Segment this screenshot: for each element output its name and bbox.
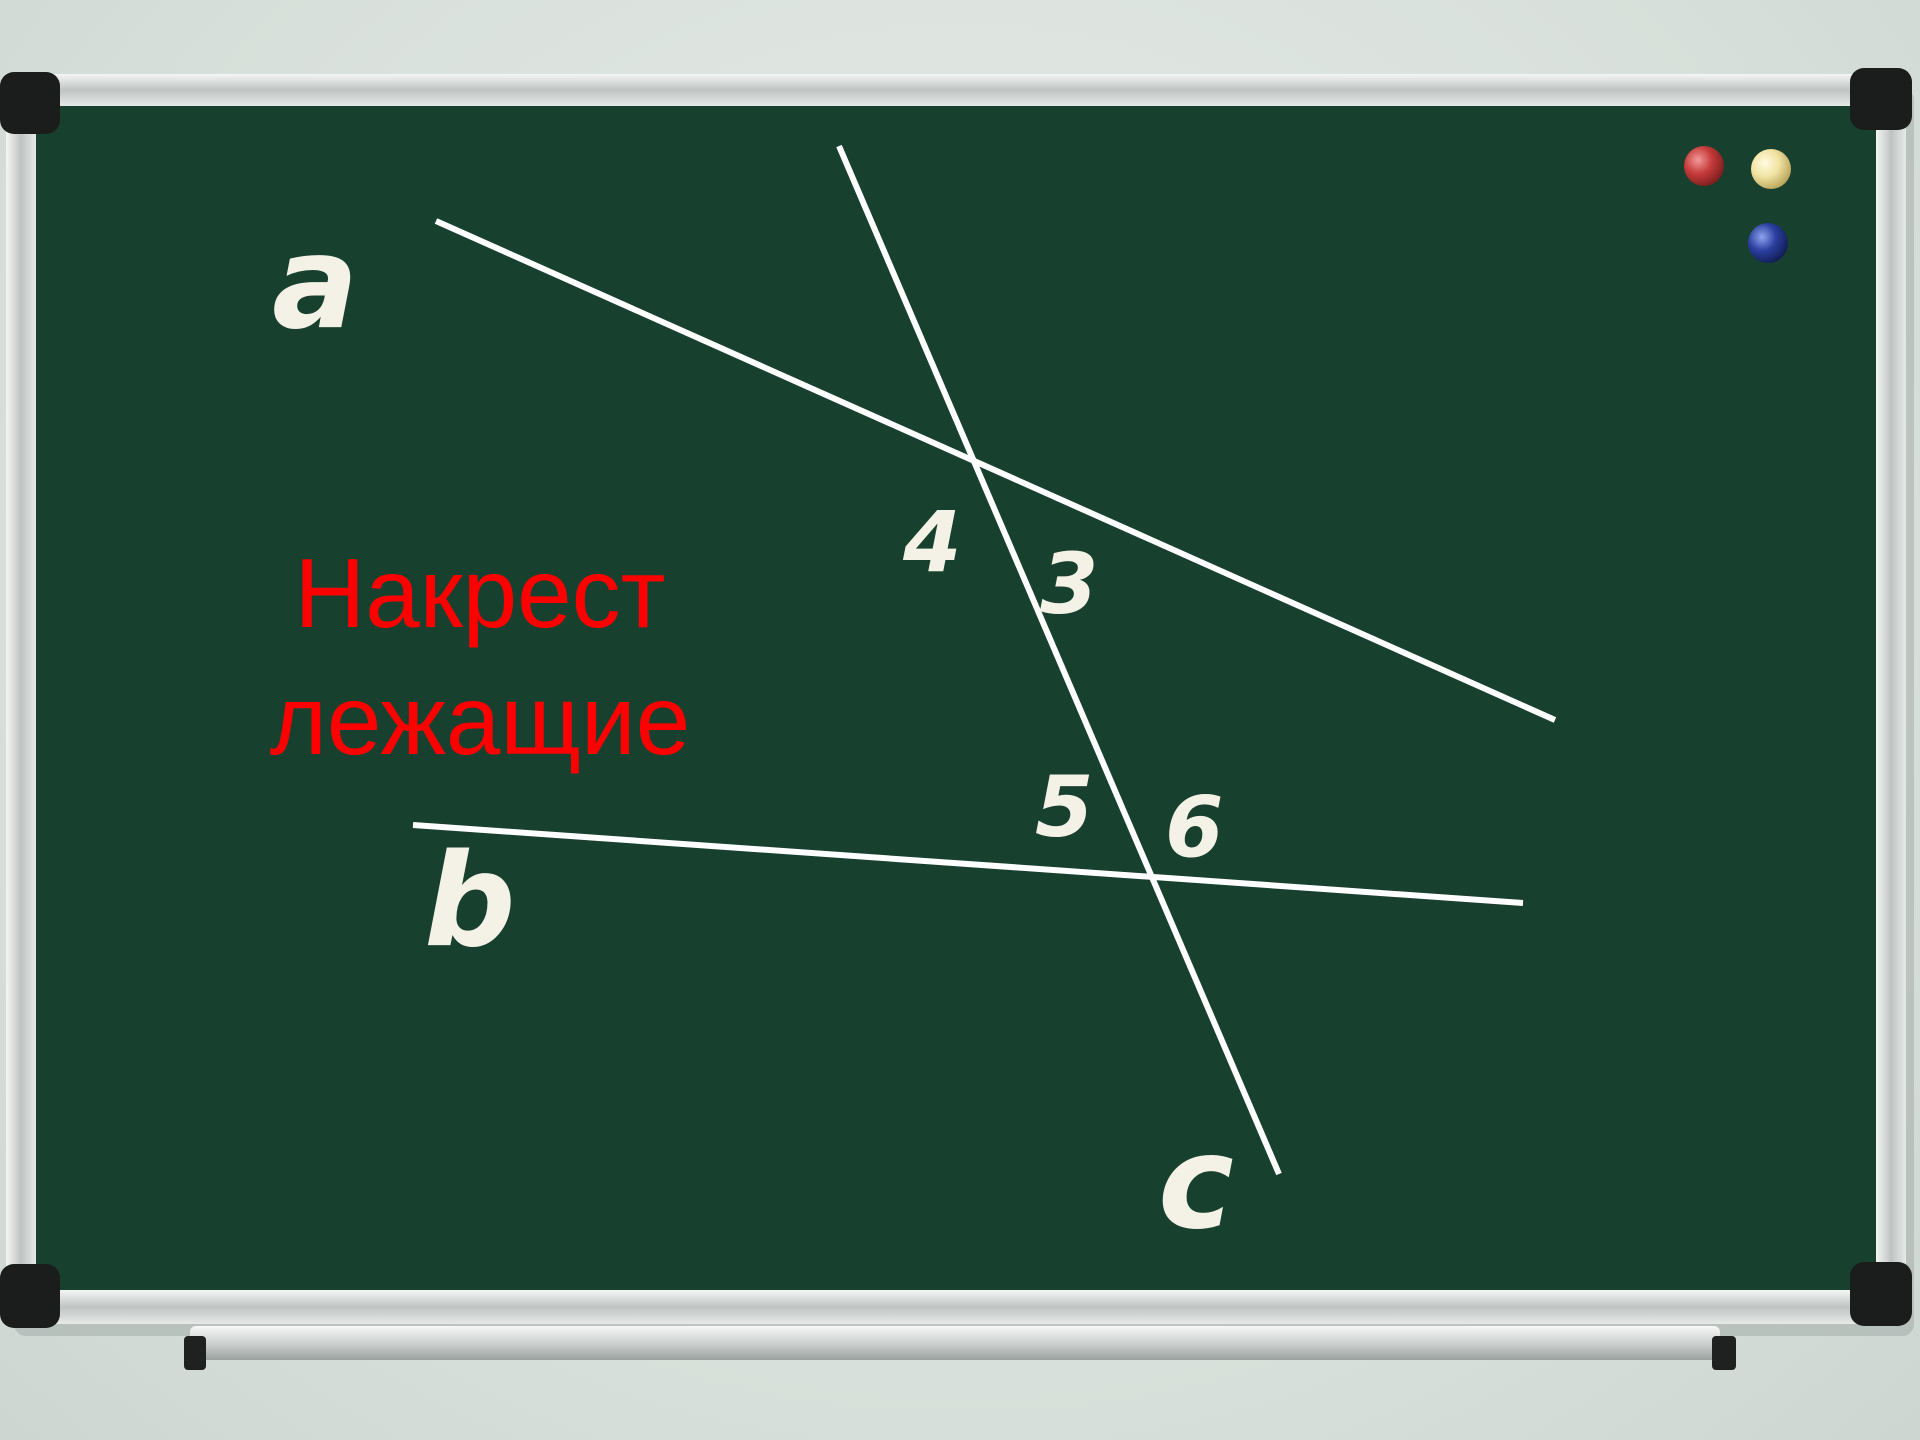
line-c-label: c	[1158, 1109, 1234, 1258]
tray-end-right	[1712, 1336, 1736, 1370]
frame-left	[6, 74, 36, 1324]
angle-6-label: 6	[1165, 778, 1224, 876]
caption-line-2: лежащие	[269, 665, 691, 776]
chalk-lines	[412, 144, 1557, 1176]
corner-bottom-right	[1850, 1262, 1912, 1326]
red-magnet	[1684, 146, 1724, 186]
tray-end-left	[184, 1336, 206, 1370]
caption: Накрест лежащие	[190, 530, 770, 785]
angle-4-label: 4	[903, 493, 962, 591]
corner-bottom-left	[0, 1264, 60, 1328]
frame-bottom	[6, 1290, 1906, 1324]
caption-line-1: Накрест	[294, 538, 666, 648]
line-a	[434, 218, 1557, 723]
corner-caps	[0, 68, 1912, 1328]
angle-3-label: 3	[1040, 535, 1099, 633]
chalk-tray	[184, 1326, 1736, 1370]
line-b	[412, 822, 1524, 906]
frame-top	[6, 74, 1906, 106]
line-c	[836, 144, 1282, 1176]
line-b-label: b	[424, 827, 516, 976]
corner-top-right	[1850, 68, 1912, 130]
corner-top-left	[0, 72, 60, 134]
board-surface	[36, 106, 1876, 1290]
yellow-magnet	[1751, 149, 1791, 189]
tray-bar	[190, 1326, 1720, 1360]
blue-magnet	[1748, 223, 1788, 263]
frame-right	[1876, 74, 1906, 1324]
angle-5-label: 5	[1035, 758, 1094, 856]
line-a-label: a	[272, 209, 359, 358]
